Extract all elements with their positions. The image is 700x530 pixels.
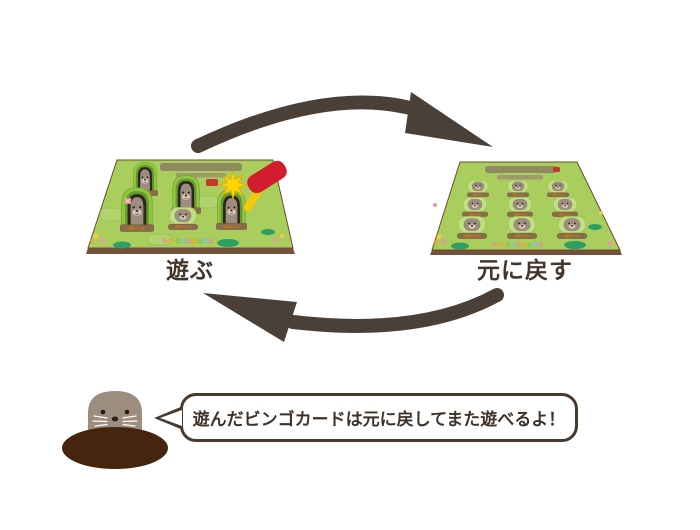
speech-bubble: 遊んだビンゴカードは元に戻してまた遊べるよ！ (180, 393, 578, 442)
mole-character (62, 391, 168, 469)
flattened-mole (552, 197, 578, 217)
hole-dirt-edge (88, 430, 142, 440)
board-title-logo (497, 175, 543, 180)
flattened-mole (547, 180, 569, 197)
flattened-mole (507, 197, 533, 217)
reset-label: 元に戻す (477, 257, 573, 283)
play-label: 遊ぶ (166, 257, 214, 283)
flattened-mole (507, 216, 537, 239)
mole-nose (111, 416, 119, 422)
bingo-board-reset (430, 161, 622, 255)
mole-eye (100, 409, 106, 415)
arrow-curve (286, 288, 504, 333)
flattened-mole (168, 207, 198, 230)
empty-pad (147, 233, 173, 246)
cycle-arrow-bottom (203, 288, 504, 342)
flattened-mole (462, 197, 488, 217)
flower (90, 239, 94, 243)
bush (451, 242, 469, 250)
hammer-icon (217, 160, 287, 212)
flower (93, 233, 99, 239)
arrow-head-icon (405, 92, 493, 147)
flattened-mole (507, 180, 529, 197)
bush (588, 224, 602, 230)
bush (564, 241, 586, 249)
flower (433, 203, 437, 207)
cycle-arrow-top (191, 92, 493, 153)
red-accent (206, 179, 218, 186)
bush (261, 229, 275, 235)
popup-mole (120, 187, 154, 232)
hammer-head (247, 160, 287, 194)
flower (434, 240, 438, 244)
bingo-board-played (86, 159, 295, 254)
brand-text: omonogawa (492, 240, 544, 249)
speech-text: 遊んだビンゴカードは元に戻してまた遊べるよ！ (192, 410, 566, 429)
brand-text: omonogawa (162, 236, 214, 245)
bush (217, 239, 239, 247)
flattened-mole (467, 180, 489, 197)
board-title-logo (160, 163, 242, 171)
impact-star-icon (217, 169, 249, 201)
red-accent (553, 167, 560, 172)
arrow-curve (191, 95, 437, 153)
flower (599, 211, 603, 215)
mole-whiskers (92, 415, 138, 427)
bush (113, 241, 131, 249)
flattened-mole (557, 216, 587, 239)
flower (280, 234, 284, 238)
hair-flower-icon (124, 197, 132, 205)
flower (273, 237, 279, 243)
board-edge-shadow (86, 248, 295, 254)
flower (442, 239, 446, 243)
empty-pad (99, 207, 123, 222)
flower (100, 238, 104, 242)
flower (607, 240, 613, 246)
mole-eye (124, 409, 130, 415)
board-title-logo (485, 166, 557, 173)
arrow-head-icon (203, 293, 297, 342)
flower (436, 234, 442, 240)
flattened-mole (457, 216, 487, 239)
board-edge-shadow (430, 250, 622, 255)
